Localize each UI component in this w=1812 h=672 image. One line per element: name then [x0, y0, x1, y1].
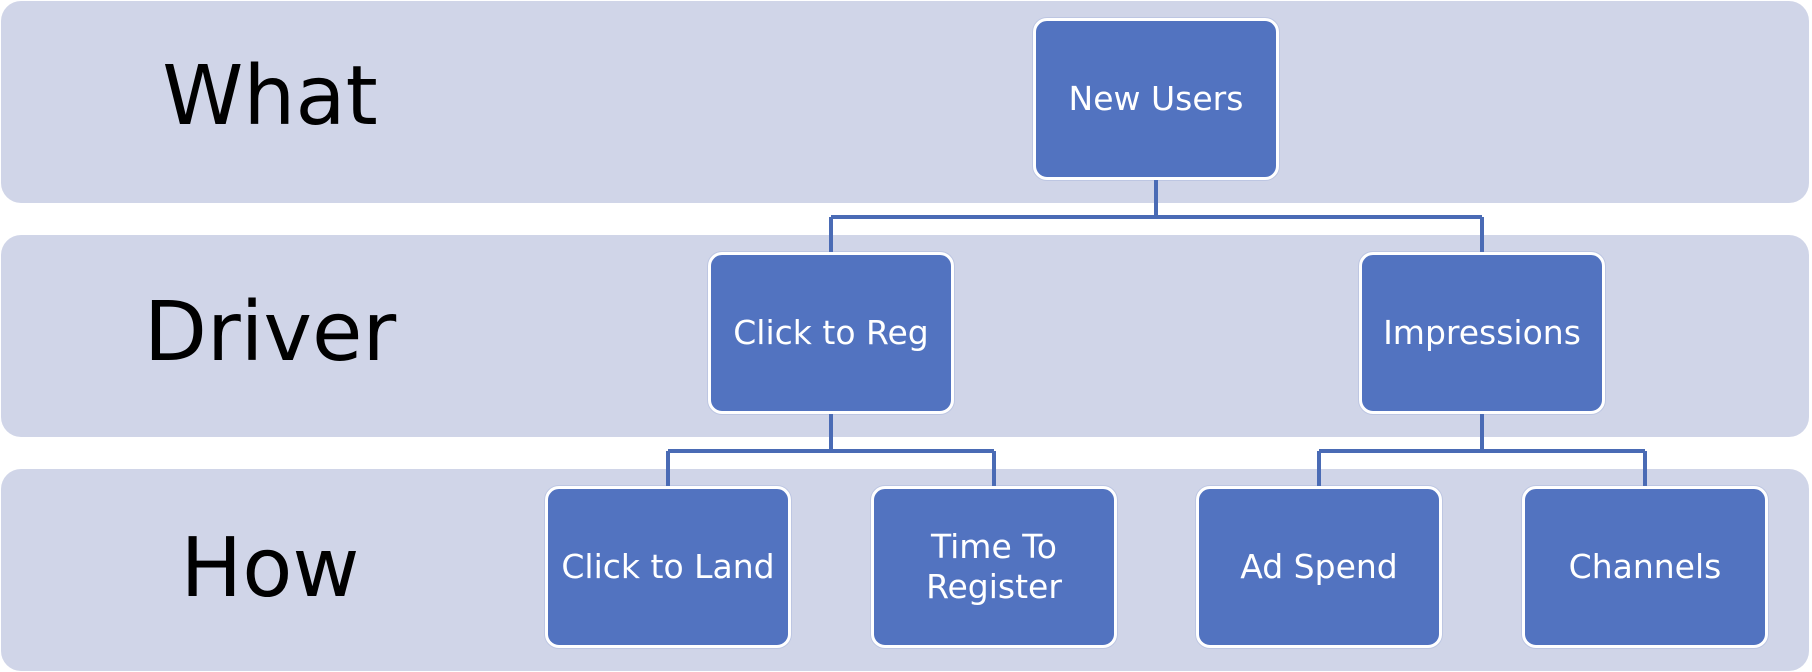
band-label-what: What [162, 49, 378, 144]
band-label-how: How [180, 521, 360, 616]
node-new-users: New Users [1033, 18, 1279, 180]
node-time-to-register: Time To Register [871, 486, 1117, 648]
band-label-driver: Driver [143, 285, 397, 380]
node-impressions: Impressions [1359, 252, 1605, 414]
node-ad-spend: Ad Spend [1196, 486, 1442, 648]
node-click-to-land: Click to Land [545, 486, 791, 648]
node-click-to-reg: Click to Reg [708, 252, 954, 414]
node-channels: Channels [1522, 486, 1768, 648]
band-what [1, 1, 1809, 203]
